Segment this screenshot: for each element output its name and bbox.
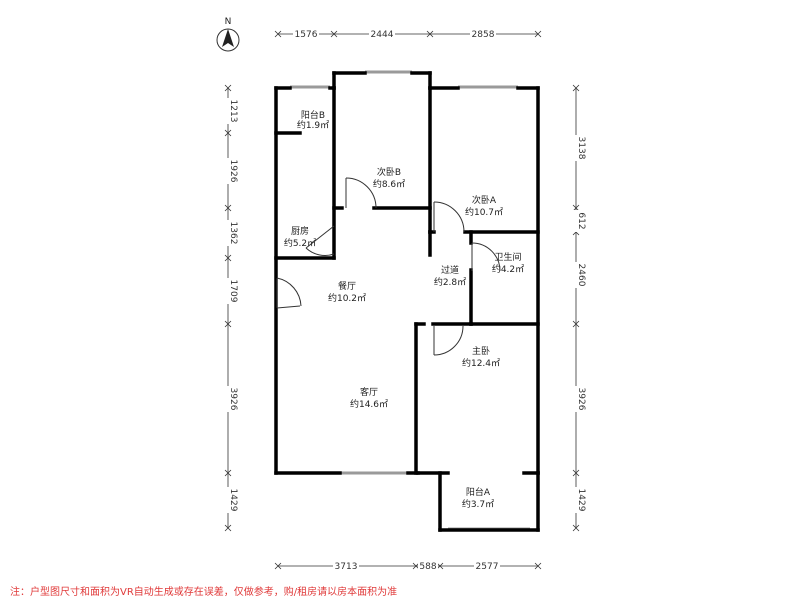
room-living-name: 客厅 [360,386,378,398]
compass-label: N [225,17,232,27]
doors [276,177,501,356]
dimension-tick [224,320,232,328]
room-balcony-b-area: 约1.9㎡ [297,119,329,131]
dim-bottom-2: 588 [419,562,436,572]
dimension-tick [274,30,282,38]
room-kitchen-name: 厨房 [291,225,309,237]
dim-left-4: 1709 [228,280,238,303]
windows [290,70,530,531]
dim-right-2: 612 [576,212,586,229]
door-kitchen [305,225,335,256]
door-bedroom-a [433,201,465,233]
dimension-lines [224,30,580,570]
dim-left-2: 1926 [228,160,238,183]
room-labels: 阳台B 约1.9㎡ 次卧B 约8.6㎡ 次卧A 约10.7㎡ 厨房 约5.2㎡ … [284,109,524,510]
dim-top-1: 1576 [295,30,318,40]
dim-left-6: 1429 [228,489,238,512]
dimension-tick [534,562,542,570]
dimension-tick [572,320,580,328]
room-hallway-area: 约2.8㎡ [434,276,466,288]
dim-top-2: 2444 [371,30,394,40]
walls [274,71,540,532]
dimension-tick [224,84,232,92]
dimension-tick [572,84,580,92]
north-arrow-icon [216,28,240,52]
door-bathroom [471,242,501,272]
dimension-tick [224,254,232,262]
room-bathroom-name: 卫生间 [494,251,521,263]
dim-left-5: 3926 [228,388,238,411]
room-master-area: 约12.4㎡ [462,357,500,369]
room-dining-area: 约10.2㎡ [328,292,366,304]
room-bedroom-a-area: 约10.7㎡ [465,206,503,218]
door-entrance [276,277,302,309]
room-dining-name: 餐厅 [338,280,356,292]
room-bedroom-a-name: 次卧A [472,194,497,206]
room-balcony-b-name: 阳台B [301,109,325,121]
dimension-labels: 1576 2444 2858 3713 588 2577 1213 1926 1… [222,28,586,572]
dim-right-3: 2460 [576,264,586,287]
dimension-tick [572,469,580,477]
dim-bottom-3: 2577 [476,562,499,572]
dimension-tick [224,129,232,137]
dim-right-1: 3138 [576,137,586,160]
dimension-tick [330,30,338,38]
dimension-tick [224,524,232,532]
door-master [433,325,464,356]
dim-right-4: 3926 [576,388,586,411]
dimension-tick [534,30,542,38]
dim-right-5: 1429 [576,489,586,512]
door-bedroom-b [345,177,377,209]
room-kitchen-area: 约5.2㎡ [284,237,316,249]
disclaimer-note: 注：户型图尺寸和面积为VR自动生成或存在误差，仅做参考，购/租房请以房本面积为准 [10,587,398,598]
room-living-area: 约14.6㎡ [350,398,388,410]
dimension-tick [426,30,434,38]
dim-top-3: 2858 [472,30,495,40]
room-bedroom-b-name: 次卧B [377,166,401,178]
room-bathroom-area: 约4.2㎡ [492,263,524,275]
dimension-tick [274,562,282,570]
room-bedroom-b-area: 约8.6㎡ [373,178,405,190]
dim-bottom-1: 3713 [335,562,358,572]
dim-left-3: 1362 [228,222,238,245]
room-master-name: 主卧 [472,345,490,357]
compass: N [216,17,240,52]
room-balcony-a-name: 阳台A [466,486,491,498]
room-hallway-name: 过道 [441,264,459,276]
dim-left-1: 1213 [228,100,238,123]
dimension-tick [224,469,232,477]
dimension-tick [224,204,232,212]
room-balcony-a-area: 约3.7㎡ [462,498,494,510]
dimension-tick [572,524,580,532]
